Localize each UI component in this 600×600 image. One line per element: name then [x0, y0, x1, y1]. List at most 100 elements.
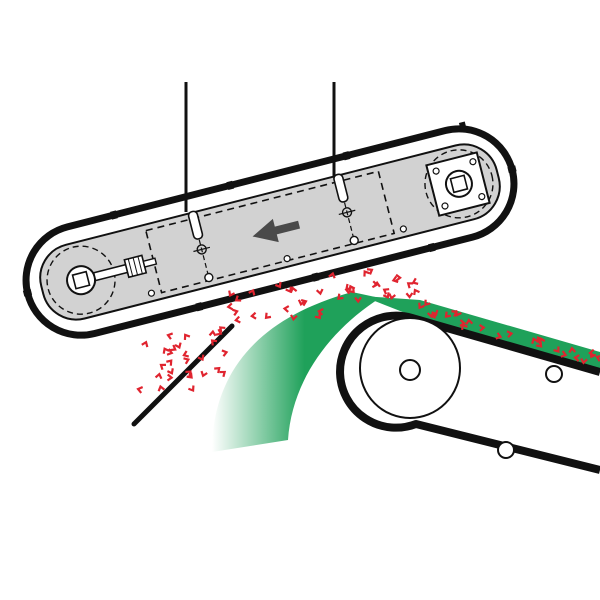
chevron-icon — [348, 284, 356, 292]
chevron-icon — [182, 350, 190, 358]
chevron-icon — [405, 292, 414, 299]
chevron-icon — [560, 350, 568, 358]
chevron-icon — [234, 295, 242, 302]
chevron-icon — [215, 328, 223, 336]
conveyor-assembly — [336, 296, 600, 474]
head-pulley-hub — [399, 359, 421, 381]
chevron-icon — [531, 337, 539, 344]
chevron-icon — [170, 344, 177, 352]
chevron-icon — [373, 280, 381, 288]
chevron-icon — [424, 299, 431, 307]
chevron-icon — [274, 281, 282, 289]
chevron-icon — [413, 288, 420, 296]
arrow-left-icon — [252, 218, 301, 243]
chevron-icon — [197, 354, 205, 362]
chevron-icon — [317, 307, 324, 316]
chevron-icon — [159, 363, 166, 371]
right-bearing — [425, 151, 491, 217]
extracted-ferrous-particles — [136, 268, 600, 394]
chevron-icon — [214, 366, 221, 374]
chevron-icon — [221, 349, 229, 357]
chevron-icon — [595, 354, 600, 362]
chevron-icon — [455, 310, 462, 317]
chevron-icon — [395, 273, 402, 282]
housing-bolts — [147, 225, 407, 297]
chevron-icon — [166, 373, 174, 382]
right-drum — [424, 149, 494, 219]
chevron-icon — [366, 268, 374, 275]
chevron-icon — [580, 357, 588, 365]
left-bearing — [66, 254, 158, 296]
chevron-icon — [290, 314, 298, 322]
chevron-icon — [382, 292, 390, 299]
chevron-icon — [444, 311, 452, 318]
chevron-icon — [166, 359, 173, 366]
belt-cleats — [22, 121, 517, 312]
chevron-icon — [166, 332, 174, 340]
chevron-icon — [588, 348, 595, 357]
chevron-icon — [495, 332, 503, 340]
chevron-icon — [136, 386, 144, 394]
chevron-icon — [282, 305, 290, 313]
deflector-plate — [131, 323, 235, 427]
chevron-icon — [264, 312, 272, 320]
chevron-icon — [226, 302, 234, 311]
chevron-icon — [289, 286, 298, 294]
idler-roller-upper — [545, 365, 563, 383]
chevron-icon — [248, 288, 256, 296]
chevron-icon — [154, 372, 163, 380]
chevron-icon — [314, 312, 322, 320]
chevron-icon — [219, 370, 227, 378]
chevron-icon — [210, 339, 218, 346]
chevron-icon — [337, 293, 344, 300]
chevron-icon — [459, 319, 467, 327]
chevron-icon — [232, 308, 239, 317]
chevron-icon — [218, 326, 226, 333]
chevron-icon — [411, 277, 419, 285]
chevron-icon — [183, 333, 191, 340]
hanger-bracket-right — [333, 173, 359, 246]
chevron-icon — [166, 368, 174, 375]
hanger-bracket-left — [187, 210, 214, 283]
chevron-icon — [426, 311, 435, 319]
chevron-icon — [506, 330, 514, 338]
chevron-icon — [228, 290, 236, 298]
chevron-icon — [186, 372, 193, 379]
chevron-icon — [297, 299, 306, 307]
chevron-icon — [166, 348, 174, 356]
chevron-icon — [183, 357, 191, 365]
chevron-icon — [535, 341, 543, 348]
chevron-icon — [328, 271, 336, 279]
chevron-icon — [249, 311, 257, 320]
overband-magnet — [22, 121, 518, 339]
chevron-icon — [391, 275, 399, 284]
chevron-icon — [315, 288, 324, 296]
chevron-icon — [382, 288, 390, 295]
chevron-icon — [162, 347, 170, 354]
chevron-icon — [285, 286, 293, 294]
chevron-icon — [553, 346, 560, 353]
chevron-icon — [363, 270, 370, 277]
chevron-icon — [174, 342, 182, 350]
chevron-icon — [465, 318, 474, 325]
chevron-icon — [185, 370, 192, 377]
chevron-icon — [354, 296, 362, 304]
chevron-icon — [200, 370, 208, 378]
chevron-icon — [388, 293, 396, 301]
chevron-icon — [300, 299, 308, 307]
conveyor-belt — [336, 311, 600, 474]
chevron-icon — [234, 315, 241, 324]
chevron-icon — [573, 354, 580, 362]
chevron-icon — [568, 346, 577, 354]
material-trajectory — [212, 292, 380, 452]
chevron-icon — [157, 384, 166, 392]
chevron-icon — [418, 302, 425, 310]
chevron-icon — [141, 340, 149, 348]
idler-roller-lower — [497, 441, 515, 459]
chevron-icon — [188, 385, 195, 393]
chevron-icon — [478, 324, 486, 332]
chevron-icon — [208, 329, 217, 337]
chevron-icon — [406, 282, 414, 289]
